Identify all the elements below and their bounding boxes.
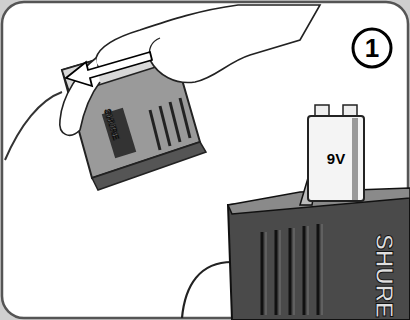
step-number-circle: 1 [351, 27, 393, 69]
callout-number: 1 [351, 27, 393, 69]
slide-arrow [66, 52, 152, 86]
cable [182, 262, 232, 318]
cable [5, 92, 62, 160]
brand-logo: SHURE [370, 234, 398, 318]
hand [96, 5, 320, 83]
battery-9v: 9V [307, 104, 365, 202]
shape-part [352, 118, 358, 200]
battery-label: 9V [307, 104, 365, 202]
